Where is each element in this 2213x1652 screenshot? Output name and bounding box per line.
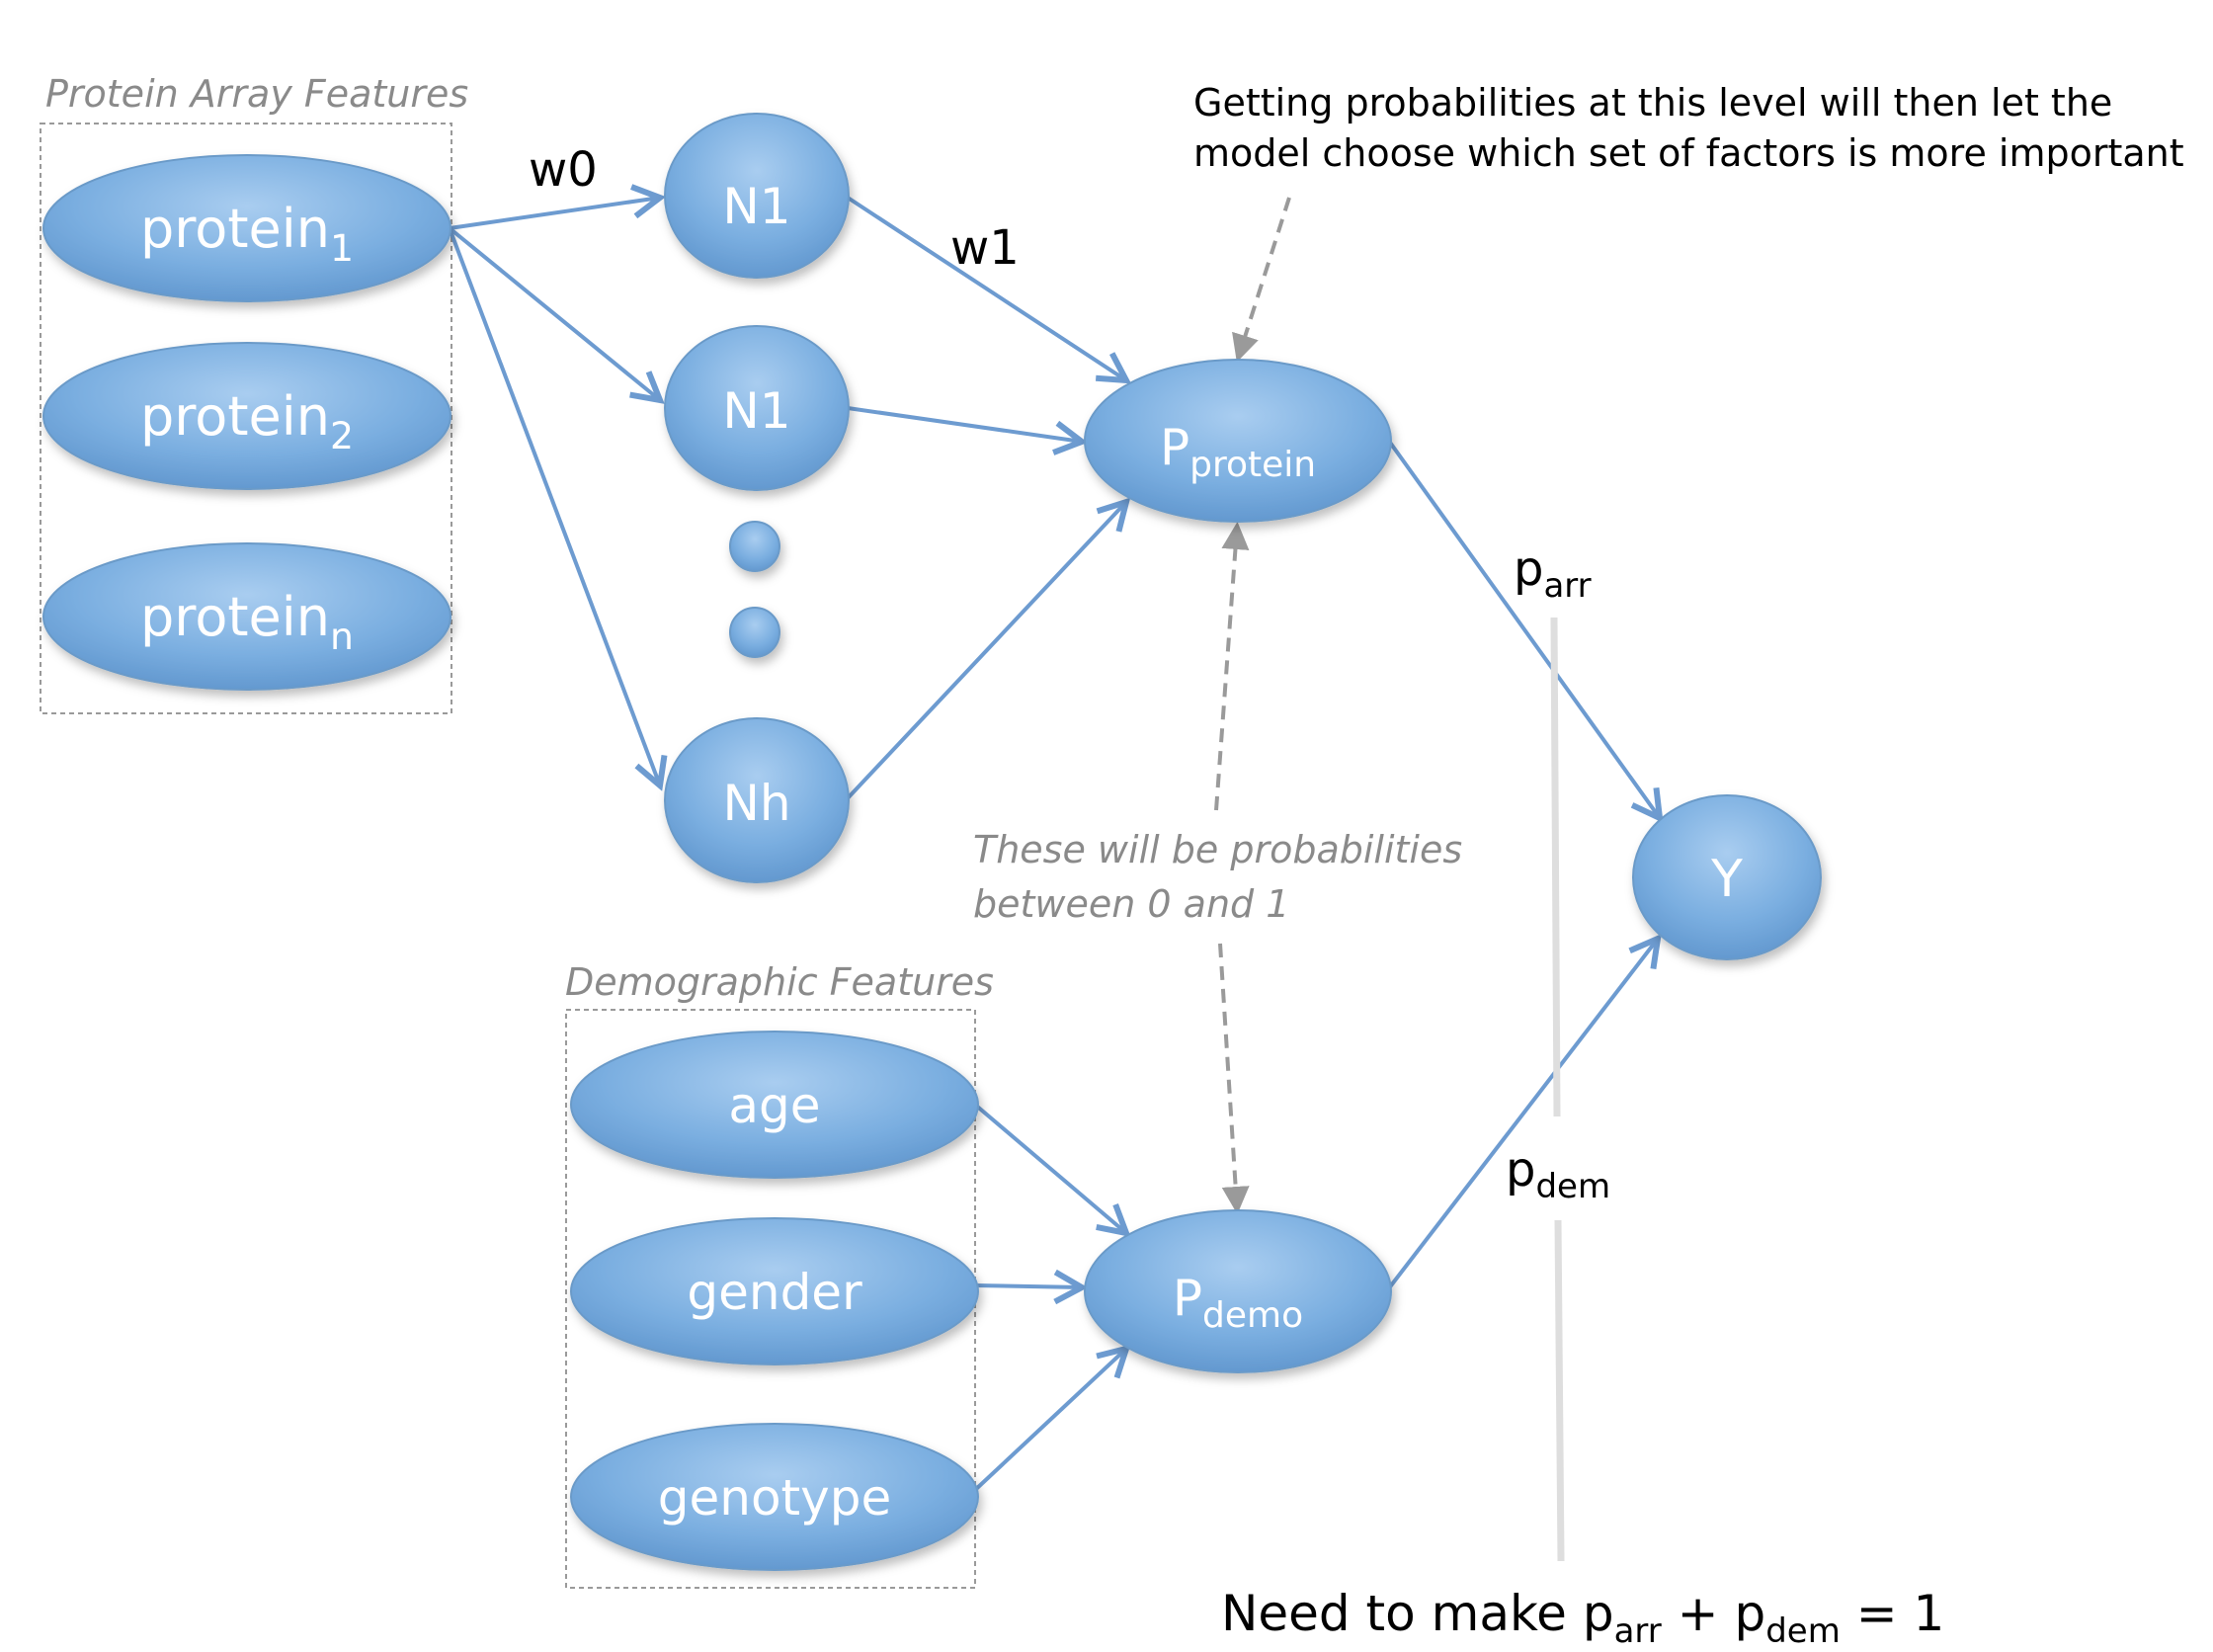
- separator-line-lower: [1554, 1219, 1565, 1562]
- genotype-label: genotype: [658, 1469, 891, 1527]
- w1-label: w1: [950, 220, 1020, 276]
- gender-node: [570, 1217, 979, 1365]
- protein-array-group-box: [40, 123, 452, 714]
- y-label: Y: [1710, 850, 1743, 909]
- mid-note-line1: These will be probabilities: [973, 828, 1462, 871]
- edge-pdemo-y: [1386, 939, 1658, 1291]
- n1-mid-label: N1: [722, 382, 790, 440]
- mid-note-line2: between 0 and 1: [973, 882, 1289, 926]
- proteinn-label: proteinn: [140, 586, 354, 658]
- edge-n1top-pprotein: [843, 194, 1126, 380]
- p-demo-node: [1084, 1209, 1392, 1373]
- protein1-label: protein1: [140, 198, 354, 270]
- p-protein-label: Pprotein: [1160, 419, 1316, 485]
- n1-top-label: N1: [722, 178, 790, 235]
- separator-line-upper: [1550, 617, 1561, 1117]
- gender-label: gender: [687, 1264, 862, 1321]
- edge-gender-pdemo: [974, 1285, 1082, 1287]
- edge-nh-pprotein: [844, 502, 1126, 802]
- n1-top-node: [664, 113, 850, 279]
- demographic-group-label: Demographic Features: [565, 960, 994, 1004]
- age-label: age: [728, 1077, 820, 1134]
- edge-n1mid-pprotein: [847, 406, 1082, 442]
- p-demo-label: Pdemo: [1173, 1270, 1303, 1336]
- nh-label: Nh: [722, 775, 790, 832]
- dashed-arrow-down-pdemo: [1218, 943, 1250, 1214]
- protein-array-group-label: Protein Array Features: [45, 72, 468, 116]
- edges: [448, 194, 1660, 1492]
- edge-protein1-nh: [448, 227, 660, 785]
- nh-node: [664, 717, 850, 883]
- edge-protein1-n1top: [449, 198, 660, 230]
- p-protein-node: [1084, 359, 1392, 523]
- age-node: [570, 1031, 979, 1179]
- n1-mid-node: [664, 325, 850, 491]
- genotype-node: [570, 1423, 979, 1571]
- protein1-node: [42, 154, 451, 302]
- dashed-arrow-up-pprotein: [1214, 522, 1250, 811]
- top-note-line1: Getting probabilities at this level will…: [1193, 81, 2112, 124]
- edge-protein1-n1mid: [448, 226, 660, 400]
- proteinn-node: [42, 542, 451, 691]
- separator-lines: [1550, 617, 1565, 1562]
- w0-label: w0: [529, 142, 598, 198]
- p-arr-label: parr: [1514, 541, 1592, 606]
- protein2-node: [42, 342, 451, 490]
- top-note-line2: model choose which set of factors is mor…: [1193, 131, 2184, 175]
- edge-pprotein-y: [1386, 438, 1660, 818]
- bottom-note: Need to make parr + pdem = 1: [1221, 1585, 1944, 1651]
- protein2-label: protein2: [140, 385, 354, 457]
- edge-genotype-pdemo: [973, 1349, 1126, 1492]
- dashed-arrow-top-note: [1232, 197, 1291, 363]
- y-node: [1632, 794, 1822, 960]
- ellipsis-dot-1: [729, 521, 780, 572]
- p-dem-label: pdem: [1506, 1142, 1610, 1206]
- edge-age-pdemo: [973, 1103, 1126, 1233]
- annotation-arrows: [1214, 197, 1291, 1214]
- ellipsis-dot-2: [729, 607, 780, 658]
